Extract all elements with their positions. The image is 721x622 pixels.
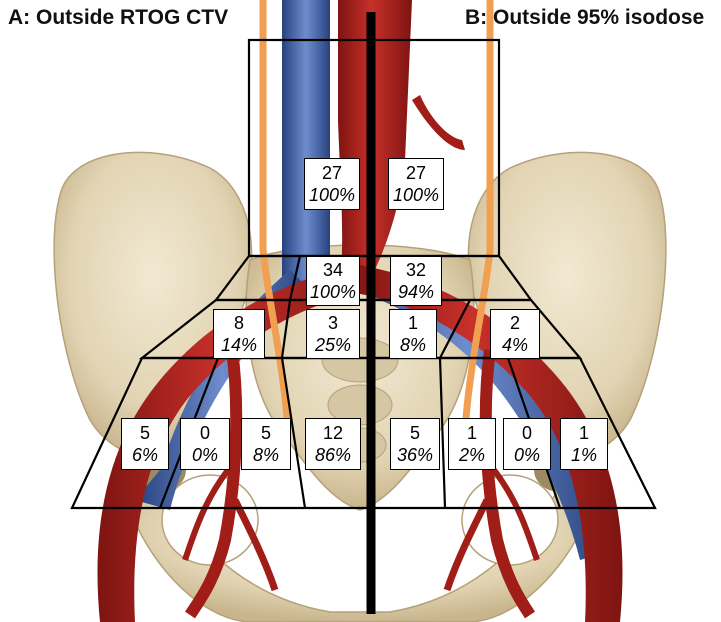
region-count: 12	[306, 422, 360, 444]
region-percent: 100%	[389, 184, 443, 206]
panel-b-region-presacral-upper: 32 94%	[390, 256, 442, 306]
panel-b-region-para-aortic: 27 100%	[388, 158, 444, 210]
region-percent: 25%	[307, 334, 359, 356]
region-count: 27	[305, 162, 359, 184]
panel-a-region-internal-iliac: 5 8%	[241, 418, 291, 470]
region-percent: 0%	[181, 444, 229, 466]
panel-a-region-presacral-upper: 34 100%	[306, 256, 360, 306]
region-count: 1	[390, 312, 436, 334]
panel-a-region-presacral-lower: 12 86%	[305, 418, 361, 470]
region-count: 1	[449, 422, 495, 444]
region-percent: 14%	[214, 334, 264, 356]
region-percent: 2%	[449, 444, 495, 466]
panel-b-region-presacral-lower: 5 36%	[390, 418, 440, 470]
region-count: 5	[391, 422, 439, 444]
region-percent: 100%	[305, 184, 359, 206]
region-count: 32	[391, 259, 441, 281]
panel-b-title: B: Outside 95% isodose	[465, 6, 704, 30]
region-percent: 6%	[122, 444, 168, 466]
region-count: 34	[307, 259, 359, 281]
region-percent: 100%	[307, 281, 359, 303]
panel-a-region-obturator: 0 0%	[180, 418, 230, 470]
panel-a-region-common-iliac: 8 14%	[213, 309, 265, 359]
vena-cava	[282, 0, 330, 290]
region-count: 3	[307, 312, 359, 334]
region-count: 1	[561, 422, 607, 444]
region-percent: 36%	[391, 444, 439, 466]
region-count: 27	[389, 162, 443, 184]
panel-a-title: A: Outside RTOG CTV	[8, 6, 228, 30]
region-count: 0	[181, 422, 229, 444]
region-percent: 0%	[504, 444, 550, 466]
region-percent: 4%	[491, 334, 539, 356]
panel-a-region-para-aortic: 27 100%	[304, 158, 360, 210]
panel-a-region-presacral: 3 25%	[306, 309, 360, 359]
region-percent: 94%	[391, 281, 441, 303]
panel-b-region-presacral: 1 8%	[389, 309, 437, 359]
panel-b-region-internal-iliac: 1 2%	[448, 418, 496, 470]
region-count: 5	[122, 422, 168, 444]
region-percent: 86%	[306, 444, 360, 466]
panel-b-region-obturator: 0 0%	[503, 418, 551, 470]
region-percent: 1%	[561, 444, 607, 466]
region-percent: 8%	[242, 444, 290, 466]
panel-a-region-external-iliac: 5 6%	[121, 418, 169, 470]
region-count: 0	[504, 422, 550, 444]
region-count: 8	[214, 312, 264, 334]
region-percent: 8%	[390, 334, 436, 356]
panel-b-region-common-iliac: 2 4%	[490, 309, 540, 359]
region-count: 5	[242, 422, 290, 444]
panel-b-region-external-iliac: 1 1%	[560, 418, 608, 470]
region-count: 2	[491, 312, 539, 334]
